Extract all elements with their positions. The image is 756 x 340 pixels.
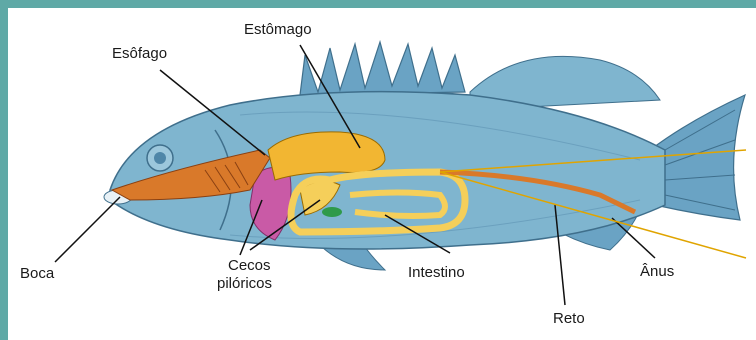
- label-cecos: Cecos: [228, 257, 271, 274]
- label-estomago: Estômago: [244, 21, 312, 38]
- label-pyloricos: pilóricos: [217, 275, 272, 292]
- label-anus: Ânus: [640, 263, 674, 280]
- label-intestino: Intestino: [408, 264, 465, 281]
- label-boca: Boca: [20, 265, 55, 282]
- label-reto: Reto: [553, 310, 585, 327]
- label-esofago: Esôfago: [112, 45, 167, 62]
